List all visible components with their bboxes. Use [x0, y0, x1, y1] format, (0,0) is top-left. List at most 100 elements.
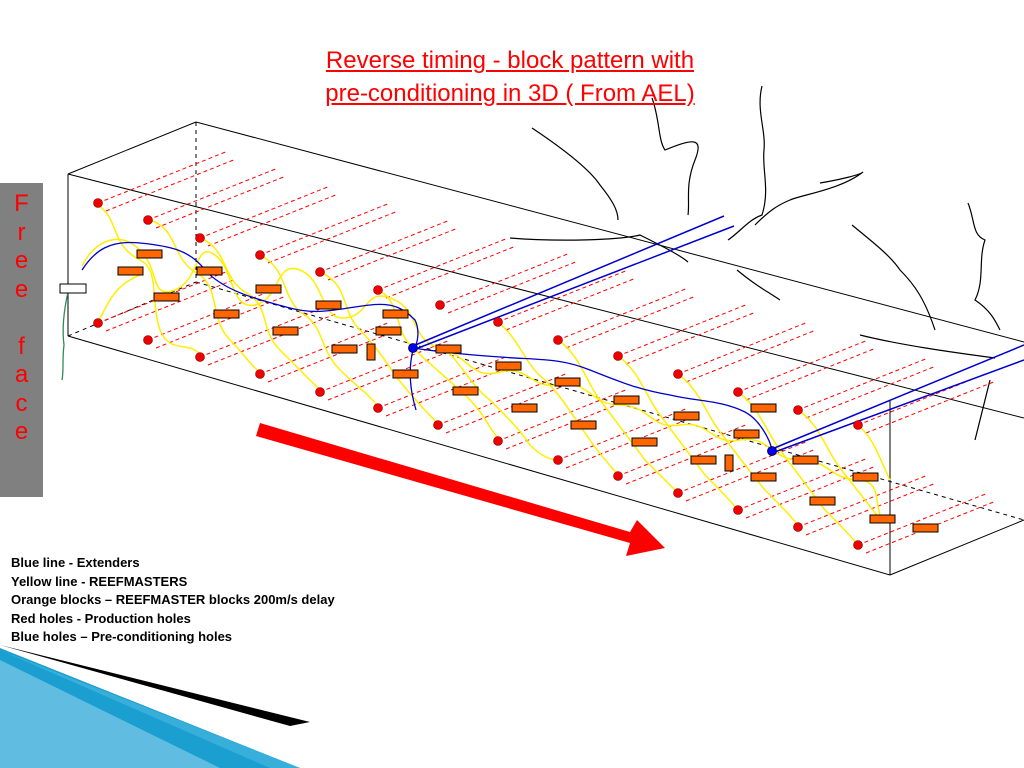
- delay-block: [809, 496, 836, 506]
- delay-block: [724, 454, 734, 472]
- delay-block: [136, 249, 163, 259]
- legend-item-delay-blocks: Orange blocks – REEFMASTER blocks 200m/s…: [11, 592, 335, 607]
- reefmaster-delay-blocks: [117, 249, 939, 533]
- delay-block: [382, 309, 409, 319]
- production-hole: [143, 215, 153, 225]
- legend: Blue line - Extenders Yellow line - REEF…: [11, 554, 335, 647]
- production-hole: [493, 317, 503, 327]
- delay-block: [315, 300, 342, 310]
- hole-dash-line: [797, 474, 929, 528]
- production-hole: [613, 351, 623, 361]
- legend-item-production-holes: Red holes - Production holes: [11, 610, 191, 626]
- free-face-label: F r e e f a c e: [0, 183, 43, 497]
- title-line-1: Reverse timing - block pattern with: [325, 47, 695, 74]
- delay-block: [852, 472, 879, 482]
- hole-dash-line: [557, 407, 689, 461]
- delay-block: [213, 309, 240, 319]
- hole-dash-line: [685, 329, 817, 383]
- production-hole: [143, 335, 153, 345]
- legend-item-reefmasters: Yellow line - REEFMASTERS: [11, 573, 188, 589]
- free-face-letter: r: [17, 218, 26, 246]
- delay-block: [392, 369, 419, 379]
- production-hole: [733, 505, 743, 515]
- delay-block: [511, 403, 538, 413]
- hole-dash-line: [677, 440, 809, 494]
- decorative-corner-band: [0, 645, 310, 768]
- hole-dash-line: [505, 277, 637, 331]
- hole-dash-line: [259, 202, 391, 256]
- hole-dash-line: [447, 260, 579, 314]
- hidden-edges: [67, 122, 1024, 521]
- hole-dash-line: [199, 185, 331, 239]
- preconditioning-hole: [767, 446, 777, 456]
- slide-title: Reverse timing - block pattern with pre-…: [230, 44, 790, 110]
- preconditioning-hole: [408, 343, 418, 353]
- free-face-letter: f: [18, 332, 25, 360]
- delay-block: [613, 395, 640, 405]
- production-hole: [373, 403, 383, 413]
- hole-dash-line: [805, 482, 937, 536]
- free-face-letter: e: [14, 418, 29, 445]
- delay-block: [673, 411, 700, 421]
- hole-dash-line: [147, 167, 279, 221]
- free-face-letter: e: [14, 247, 29, 274]
- hole-dash-line: [737, 339, 869, 393]
- reefmaster-lines: [81, 204, 891, 546]
- delay-block: [375, 326, 402, 336]
- legend-item-extenders: Blue line - Extenders: [11, 555, 140, 570]
- delay-block: [912, 523, 939, 533]
- production-hole: [853, 420, 863, 430]
- hole-dash-line: [857, 372, 989, 426]
- hole-dash-line: [105, 158, 237, 212]
- hole-dash-line: [797, 357, 929, 411]
- delay-block: [452, 386, 479, 396]
- hole-dash-line: [745, 347, 877, 401]
- fracture-lines: [509, 85, 1001, 441]
- hole-dash-line: [805, 365, 937, 419]
- delay-block: [750, 403, 777, 413]
- production-hole: [195, 352, 205, 362]
- production-hole: [733, 387, 743, 397]
- hole-dash-line: [199, 304, 331, 358]
- production-hole: [793, 405, 803, 415]
- hole-dash-line: [97, 150, 229, 204]
- hole-dash-line: [267, 210, 399, 264]
- hole-dash-line: [857, 492, 989, 546]
- extender-surface-lines: [412, 215, 1024, 454]
- hole-dash-line: [625, 311, 757, 365]
- production-hole: [93, 198, 103, 208]
- delay-block: [435, 344, 462, 354]
- hole-dash-line: [377, 355, 509, 409]
- production-holes: [93, 198, 863, 550]
- production-hole: [315, 387, 325, 397]
- production-hole: [673, 369, 683, 379]
- free-face-letter: a: [14, 361, 29, 388]
- delay-block: [255, 284, 282, 294]
- hole-dash-line: [497, 269, 629, 323]
- free-face-letter: c: [15, 389, 28, 417]
- delay-block: [366, 343, 376, 361]
- hole-dash-line: [617, 303, 749, 357]
- preconditioning-holes: [408, 343, 777, 456]
- production-hole: [255, 369, 265, 379]
- hole-dash-line: [207, 312, 339, 366]
- free-face-letter: e: [14, 275, 29, 303]
- production-hole: [673, 488, 683, 498]
- bench-block-outline: [67, 121, 1024, 576]
- hole-dash-line: [319, 339, 451, 393]
- delay-block: [750, 472, 777, 482]
- production-hole: [493, 436, 503, 446]
- production-hole: [553, 455, 563, 465]
- hole-dash-line: [677, 321, 809, 375]
- production-hole: [793, 522, 803, 532]
- hole-dash-line: [865, 380, 997, 434]
- production-hole: [93, 318, 103, 328]
- free-face-letter: F: [14, 190, 29, 217]
- delay-block: [331, 344, 358, 354]
- hole-dash-line: [497, 388, 629, 442]
- production-hole: [373, 285, 383, 295]
- hole-dash-line: [445, 380, 577, 434]
- hole-dash-line: [327, 227, 459, 281]
- hole-dash-line: [377, 237, 509, 291]
